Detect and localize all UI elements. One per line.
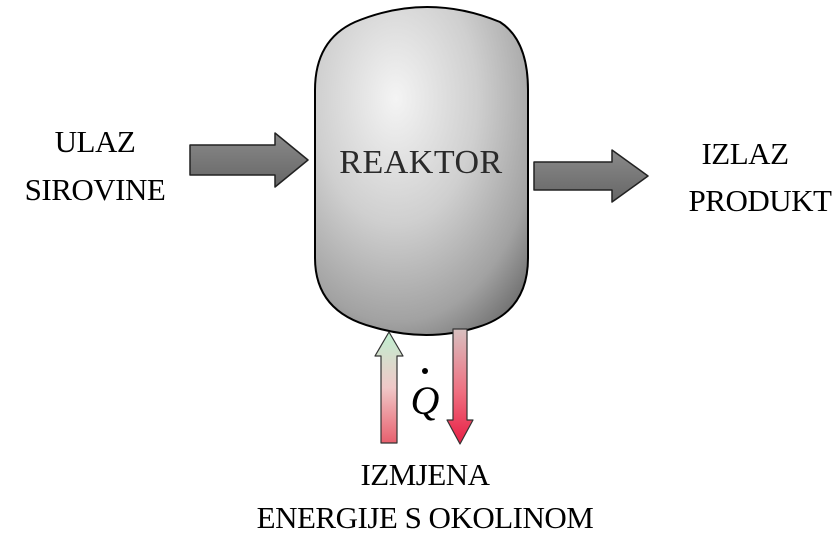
heat-symbol-dot xyxy=(422,368,428,374)
input-label-line2: SIROVINE xyxy=(25,172,166,207)
input-arrow xyxy=(189,132,309,188)
heat-in-arrow xyxy=(374,331,404,444)
reactor-vessel xyxy=(314,6,529,336)
input-label-line1: ULAZ xyxy=(55,124,136,159)
output-label-line1: IZLAZ xyxy=(701,136,788,171)
output-label-line2: PRODUKT xyxy=(689,183,832,218)
energy-label-line2: ENERGIJE S OKOLINOM xyxy=(257,500,594,535)
reactor-label: REAKTOR xyxy=(339,144,502,181)
heat-out-arrow xyxy=(446,328,474,445)
heat-symbol: Q xyxy=(411,378,440,423)
energy-label-line1: IZMJENA xyxy=(360,457,490,492)
output-arrow xyxy=(533,149,649,203)
